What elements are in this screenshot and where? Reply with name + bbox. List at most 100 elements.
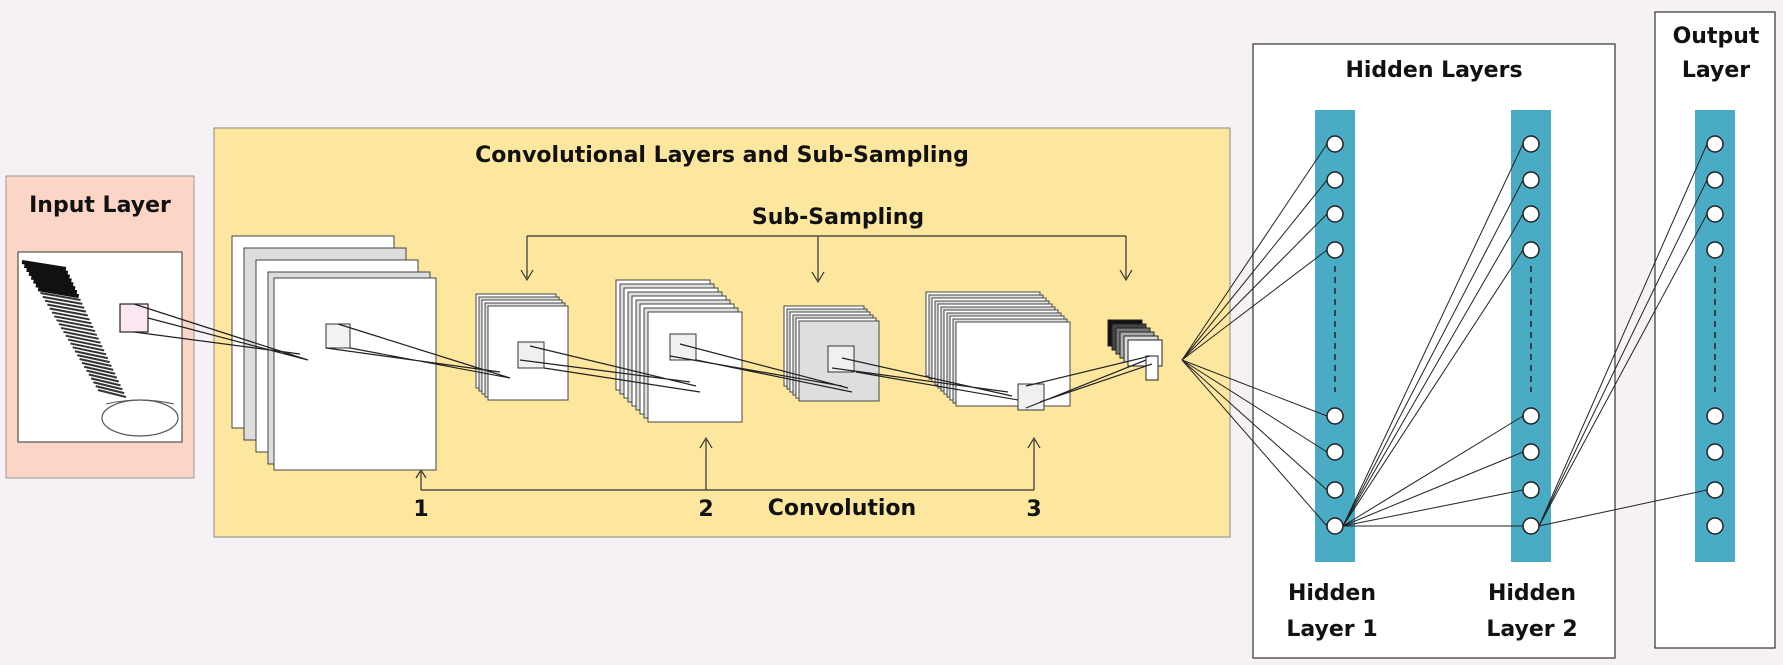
feature-map-stack-4 — [783, 305, 880, 402]
sketch-stroke — [88, 373, 119, 383]
sketch-stroke — [90, 377, 121, 387]
sketch-vase-rim — [105, 399, 175, 405]
hidden-layer-2-neurons — [1522, 135, 1540, 535]
hidden-layer-1-neurons — [1326, 135, 1344, 535]
connection-line — [1538, 489, 1708, 527]
sketch-stroke — [23, 263, 69, 275]
output-layer-panel: Output Layer — [1654, 11, 1776, 649]
neuron-node — [1706, 481, 1724, 499]
sketch-stroke — [30, 275, 74, 287]
neuron-node — [1706, 241, 1724, 259]
neuron-node — [1706, 517, 1724, 535]
connection-line — [1342, 213, 1524, 527]
connection-line — [1181, 359, 1328, 417]
neuron-node — [1326, 481, 1344, 499]
feature-map — [647, 311, 743, 423]
neuron-node — [1706, 135, 1724, 153]
connection-line — [1342, 489, 1524, 527]
conv-block-title: Convolutional Layers and Sub-Sampling — [475, 143, 969, 168]
neuron-node — [1326, 171, 1344, 189]
connection-line — [1181, 359, 1328, 491]
sketch-stroke — [21, 260, 67, 271]
neuron-node — [1706, 407, 1724, 425]
subsampling-bracket — [520, 235, 1133, 284]
sketch-stroke — [35, 283, 78, 295]
conv-stage-number-3: 3 — [1026, 497, 1041, 522]
sketch-stroke — [37, 287, 80, 299]
sketch-stroke — [54, 315, 92, 325]
neuron-node — [1522, 135, 1540, 153]
connection-line — [1342, 451, 1524, 527]
feature-map — [955, 321, 1071, 407]
connection-line — [1181, 249, 1328, 361]
connection-line — [1181, 143, 1328, 361]
sketch-stroke — [33, 279, 76, 291]
sketch-stroke — [63, 330, 99, 340]
sketch-stroke — [74, 350, 109, 360]
neuron-ellipsis-lines — [1334, 266, 1716, 392]
convolution-label: Convolution — [768, 496, 916, 521]
sketch-stroke — [47, 303, 87, 313]
sketch-stroke — [60, 326, 98, 336]
sketch-stroke — [81, 361, 114, 371]
connection-line — [1538, 143, 1708, 527]
conv-stage-number-1: 1 — [413, 497, 428, 522]
neuron-node — [1326, 241, 1344, 259]
neuron-node — [1706, 205, 1724, 223]
neuron-node — [1522, 241, 1540, 259]
sketch-vase — [101, 399, 179, 437]
connection-line — [1342, 415, 1524, 527]
feature-map-stack-6 — [1107, 319, 1163, 381]
hidden-layer-1-label-line1: Hidden — [1288, 581, 1376, 606]
neuron-node — [1326, 517, 1344, 535]
output-layer-title-line2: Layer — [1682, 58, 1750, 83]
hidden-layer-1-label-line2: Layer 1 — [1286, 617, 1377, 642]
sketch-stroke — [72, 346, 107, 356]
fully-connected-lines — [1181, 143, 1708, 527]
neuron-node — [1706, 171, 1724, 189]
sketch-stroke — [44, 299, 85, 309]
sketch-stroke — [97, 389, 127, 398]
sketch-stroke — [70, 342, 105, 352]
connection-line — [1181, 359, 1328, 527]
connection-line — [1181, 179, 1328, 361]
hidden-layers-title: Hidden Layers — [1345, 58, 1522, 83]
feature-map-stack-3 — [615, 279, 743, 423]
neuron-node — [1522, 205, 1540, 223]
input-layer-panel: Input Layer — [5, 175, 195, 479]
input-layer-title: Input Layer — [29, 193, 171, 218]
feature-map-stack-2 — [475, 293, 569, 401]
connection-line — [1342, 249, 1524, 527]
stack-1-receptive-field — [325, 323, 351, 349]
neuron-node — [1706, 443, 1724, 461]
neuron-node — [1326, 135, 1344, 153]
output-layer-title-line1: Output — [1673, 24, 1760, 49]
sketch-stroke — [58, 323, 96, 333]
sketch-stroke — [51, 311, 90, 321]
neuron-node — [1326, 443, 1344, 461]
sketch-stroke — [42, 295, 83, 305]
connection-line — [1181, 213, 1328, 361]
feature-map-stack-5 — [925, 291, 1071, 411]
conv-stage-number-2: 2 — [698, 497, 713, 522]
hidden-layer-2-label-line2: Layer 2 — [1486, 617, 1577, 642]
feature-map-edge — [1145, 355, 1159, 381]
feature-map-stack-1 — [231, 235, 437, 471]
neuron-node — [1326, 407, 1344, 425]
sketch-stroke — [83, 365, 116, 375]
sketch-stroke — [93, 381, 123, 391]
connection-line — [1342, 143, 1524, 527]
connection-line — [1538, 213, 1708, 527]
neuron-node — [1522, 443, 1540, 461]
input-receptive-field — [119, 303, 149, 333]
neuron-node — [1522, 171, 1540, 189]
sketch-stroke — [86, 369, 118, 379]
connection-line — [1538, 179, 1708, 527]
input-image-sketch — [21, 260, 179, 437]
sketch-stroke — [56, 319, 94, 329]
sketch-stroke — [79, 357, 112, 367]
sketch-stroke — [65, 334, 101, 344]
neuron-node — [1326, 205, 1344, 223]
neuron-node — [1522, 407, 1540, 425]
receptive-field — [827, 345, 855, 373]
